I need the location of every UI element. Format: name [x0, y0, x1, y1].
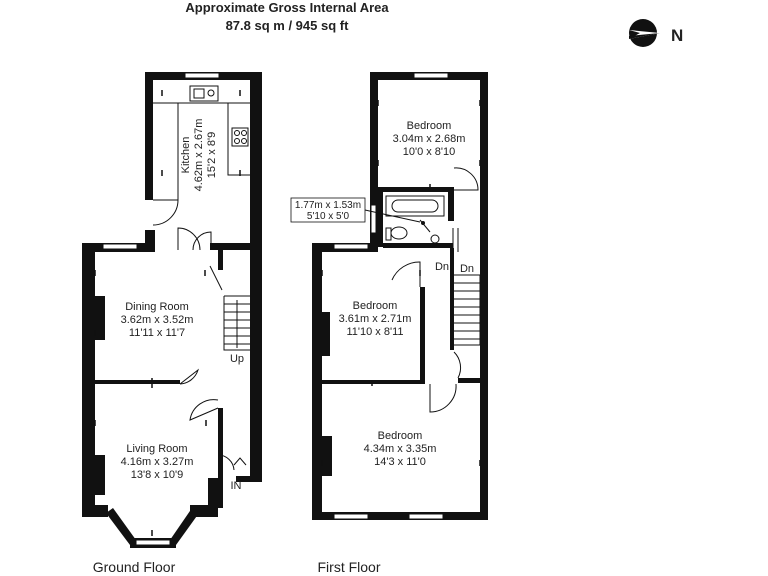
compass-north-icon: [629, 19, 660, 47]
bedroom-1-imperial: 10'0 x 8'10: [403, 146, 456, 158]
living-room-imperial: 13'8 x 10'9: [131, 469, 184, 481]
bathroom-metric: 1.77m x 1.53m: [295, 200, 361, 211]
ground-floor-label: Ground Floor: [93, 559, 176, 575]
stairs-up-label: Up: [230, 353, 244, 365]
bedroom-2-imperial: 11'10 x 8'11: [346, 326, 403, 338]
dining-room-name: Dining Room: [125, 301, 189, 313]
area-value: 87.8 sq m / 945 sq ft: [226, 18, 350, 33]
compass-letter: N: [671, 26, 683, 45]
first-floor-plan: [312, 72, 488, 520]
bathroom-dimension-box: [290, 197, 366, 223]
bedroom-3-imperial: 14'3 x 11'0: [374, 456, 426, 468]
entrance-label: IN: [231, 480, 242, 492]
bedroom-1-name: Bedroom: [407, 120, 452, 132]
bathroom-imperial: 5'10 x 5'0: [307, 211, 350, 222]
kitchen-imperial: 15'2 x 8'9: [206, 132, 218, 178]
bedroom-1-metric: 3.04m x 2.68m: [393, 133, 466, 145]
living-room-name: Living Room: [126, 443, 187, 455]
ground-floor-plan: [82, 72, 262, 548]
first-floor-label: First Floor: [318, 559, 381, 575]
bedroom-3-metric: 4.34m x 3.35m: [364, 443, 437, 455]
area-title: Approximate Gross Internal Area: [185, 0, 389, 15]
bedroom-3-name: Bedroom: [378, 430, 423, 442]
living-room-metric: 4.16m x 3.27m: [121, 456, 194, 468]
bedroom-2-name: Bedroom: [353, 300, 398, 312]
bathroom-pointer-dot: [421, 221, 425, 225]
dining-room-imperial: 11'11 x 11'7: [129, 327, 185, 339]
bathroom-pointer: [364, 209, 421, 223]
dining-room-metric: 3.62m x 3.52m: [121, 314, 194, 326]
kitchen-name: Kitchen: [180, 137, 192, 174]
bedroom-2-metric: 3.61m x 2.71m: [339, 313, 412, 325]
stairs-down-label-left: Dn: [435, 261, 449, 273]
stairs-down-label-right: Dn: [460, 263, 474, 275]
kitchen-metric: 4.62m x 2.67m: [193, 119, 205, 192]
